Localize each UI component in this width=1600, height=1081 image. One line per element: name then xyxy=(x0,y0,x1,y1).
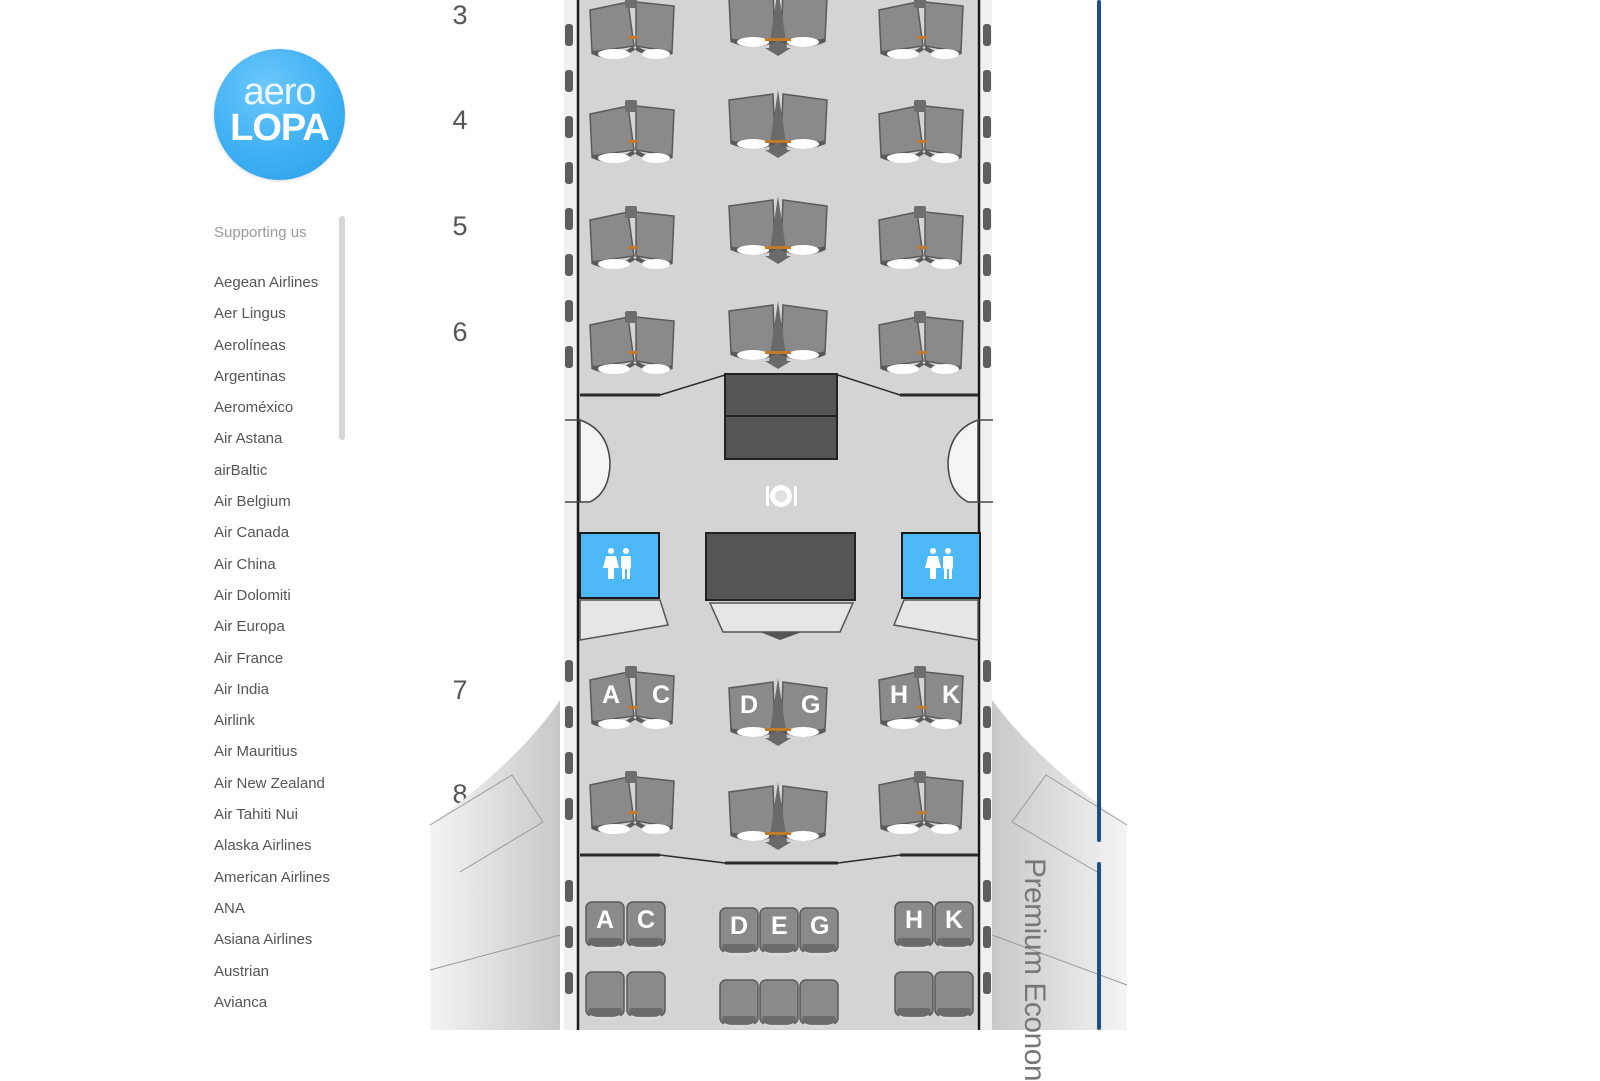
airline-link[interactable]: Avianca xyxy=(214,993,268,1011)
logo-text-lopa: LOPA xyxy=(230,107,330,149)
sidebar-scrollbar[interactable] xyxy=(339,216,345,440)
seat-letter: H xyxy=(905,906,923,934)
seat-letter: C xyxy=(652,681,670,709)
airline-link[interactable]: Air Astana xyxy=(214,430,283,448)
airline-link[interactable]: Air Mauritius xyxy=(214,743,298,761)
galley-unit xyxy=(705,532,856,601)
seat-letter: G xyxy=(810,912,829,940)
row-number: 5 xyxy=(452,211,468,241)
airline-list: Aegean Airlines Aer Lingus Aerolíneas Ar… xyxy=(214,274,330,1025)
seat-letter: G xyxy=(801,691,820,719)
airline-link[interactable]: Air Europa xyxy=(214,618,285,636)
airline-link[interactable]: Air China xyxy=(214,555,276,573)
seat-letter: A xyxy=(602,681,620,709)
airline-link[interactable]: Air Dolomiti xyxy=(214,586,291,604)
row-number: 6 xyxy=(452,317,468,347)
seat-letter: K xyxy=(945,906,963,934)
airline-link[interactable]: Aegean Airlines xyxy=(214,274,319,291)
airline-link[interactable]: ANA xyxy=(214,899,245,917)
airline-link[interactable]: Austrian xyxy=(214,962,270,980)
seat-letter: A xyxy=(596,906,614,934)
airline-link[interactable]: Aeroméxico xyxy=(214,399,294,417)
airline-link[interactable]: Alaska Airlines xyxy=(214,837,312,855)
seat-letter: D xyxy=(740,691,758,719)
seat-letter: C xyxy=(637,906,655,934)
seat-row-12[interactable]: A C D E G H K xyxy=(585,901,974,956)
door-left xyxy=(579,418,611,503)
airline-link[interactable]: Air New Zealand xyxy=(214,774,325,792)
seat-map: A C D G H K A C D E G H K xyxy=(429,0,1128,1030)
row-number: 3 xyxy=(452,0,468,30)
row-number: 7 xyxy=(452,675,468,705)
seat-row-7[interactable]: A C D G H K xyxy=(588,664,965,748)
seat-letter: K xyxy=(942,681,960,709)
airline-link[interactable]: Air Belgium xyxy=(214,493,291,511)
galley-unit xyxy=(724,415,838,460)
lavatory-right xyxy=(901,532,981,599)
galley-unit xyxy=(724,373,838,417)
airline-link[interactable]: airBaltic xyxy=(214,461,268,479)
cabin-label: Premium Econon xyxy=(1018,858,1051,1081)
airline-link[interactable]: Aerolíneas xyxy=(214,336,286,354)
seat-letter: H xyxy=(890,681,908,709)
cabin-divider-business xyxy=(1097,0,1101,842)
airline-link[interactable]: Air Tahiti Nui xyxy=(214,806,298,824)
row-number: 4 xyxy=(452,105,468,135)
airline-link[interactable]: Airlink xyxy=(214,712,255,730)
airline-link[interactable]: Argentinas xyxy=(214,367,286,385)
airline-link[interactable]: Air Canada xyxy=(214,524,290,542)
door-right xyxy=(947,418,979,503)
airline-link[interactable]: American Airlines xyxy=(214,868,330,886)
seat-row-14[interactable] xyxy=(585,971,974,1028)
supporting-us-heading: Supporting us xyxy=(214,224,307,241)
lavatory-left xyxy=(579,532,660,599)
aerolopa-logo[interactable]: aero LOPA xyxy=(214,49,345,180)
airline-link[interactable]: Air France xyxy=(214,649,284,667)
galley-icon xyxy=(766,485,797,507)
airline-link[interactable]: Air India xyxy=(214,680,270,698)
airline-link[interactable]: Aer Lingus xyxy=(214,305,286,323)
airline-link[interactable]: Asiana Airlines xyxy=(214,931,313,949)
seat-letter: D xyxy=(730,912,748,940)
logo-text-aero: aero xyxy=(243,71,316,113)
cabin-divider-premium xyxy=(1097,862,1101,1030)
seat-letter: E xyxy=(771,912,788,940)
